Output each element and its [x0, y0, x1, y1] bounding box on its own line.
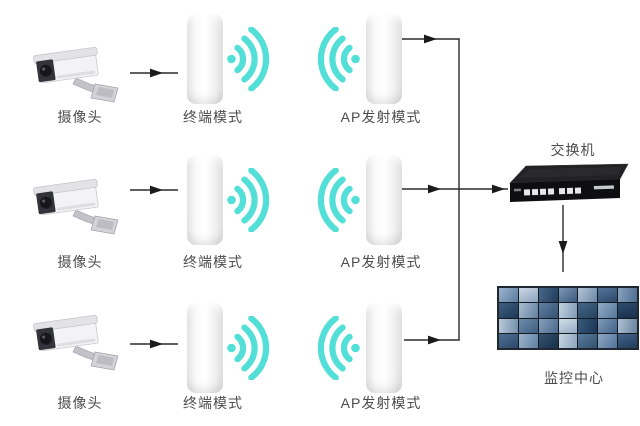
camera-lens-glint — [42, 67, 46, 71]
arrowhead — [150, 339, 163, 349]
camera-feed-tile — [578, 288, 598, 303]
arrowhead — [150, 185, 163, 195]
camera-feed-tile — [598, 303, 618, 318]
cctv-camera — [33, 46, 119, 103]
terminal-mode-label: 终端模式 — [183, 254, 243, 270]
camera-feed-tile — [618, 333, 637, 348]
ap-device — [366, 155, 402, 245]
camera-feed-tile — [578, 333, 598, 348]
camera-feed-tile — [538, 318, 558, 333]
camera-feed-tile — [499, 303, 518, 318]
camera-lens-glint — [42, 199, 46, 203]
camera-label: 摄像头 — [57, 109, 103, 125]
ap-mode-label: AP发射模式 — [340, 109, 422, 125]
ap-mode-label: AP发射模式 — [340, 254, 422, 270]
camera-feed-tile — [538, 288, 558, 303]
camera-feed-tile — [518, 318, 538, 333]
terminal-device — [187, 155, 223, 245]
switch-front-face — [510, 179, 620, 202]
network-switch — [509, 163, 629, 202]
camera-feed-tile — [618, 288, 637, 303]
camera-feed-tile — [518, 288, 538, 303]
camera-feed-tile — [618, 318, 637, 333]
camera-feed-tile — [578, 303, 598, 318]
camera-feed-tile — [598, 318, 618, 333]
terminal-device — [187, 14, 223, 104]
camera-label: 摄像头 — [57, 395, 103, 411]
camera-feed-tile — [538, 333, 558, 348]
wifi-signal-icon — [317, 27, 360, 91]
wifi-signal-icon — [317, 316, 360, 380]
camera-sunshield — [33, 46, 98, 64]
camera-lens-glint — [42, 335, 46, 339]
wifi-signal-icon — [227, 168, 270, 232]
camera-feed-tile — [618, 303, 637, 318]
wifi-signal-icon — [317, 168, 360, 232]
wifi-signal-icon — [227, 27, 270, 91]
arrowhead — [492, 184, 505, 194]
cctv-camera — [33, 178, 119, 235]
arrowhead — [424, 34, 437, 44]
arrowhead — [150, 68, 163, 78]
ap-mode-label: AP发射模式 — [340, 395, 422, 411]
cctv-camera — [33, 314, 119, 371]
camera-feed-tile — [518, 333, 538, 348]
video-wall-grid — [497, 286, 639, 350]
camera-feed-tile — [499, 318, 518, 333]
camera-sunshield — [33, 314, 98, 332]
arrowhead — [558, 241, 568, 254]
terminal-mode-label: 终端模式 — [183, 395, 243, 411]
camera-feed-tile — [598, 288, 618, 303]
camera-feed-tile — [558, 288, 578, 303]
terminal-mode-label: 终端模式 — [183, 109, 243, 125]
camera-feed-tile — [499, 333, 518, 348]
wifi-signal-icon — [227, 316, 270, 380]
switch-model-text — [593, 185, 614, 190]
arrowhead — [428, 335, 441, 345]
switch-label: 交换机 — [550, 142, 596, 158]
switch-ports — [513, 185, 614, 196]
camera-feed-tile — [558, 333, 578, 348]
ap-device — [366, 14, 402, 104]
camera-feed-tile — [598, 333, 618, 348]
camera-sunshield — [33, 178, 98, 196]
camera-feed-tile — [499, 288, 518, 303]
camera-feed-tile — [578, 318, 598, 333]
camera-feed-tile — [558, 318, 578, 333]
camera-feed-tile — [518, 303, 538, 318]
arrowhead — [428, 184, 441, 194]
camera-label: 摄像头 — [57, 254, 103, 270]
camera-feed-tile — [558, 303, 578, 318]
monitor-center-label: 监控中心 — [544, 370, 604, 386]
camera-feed-tile — [538, 303, 558, 318]
terminal-device — [187, 303, 223, 393]
ap-device — [366, 303, 402, 393]
